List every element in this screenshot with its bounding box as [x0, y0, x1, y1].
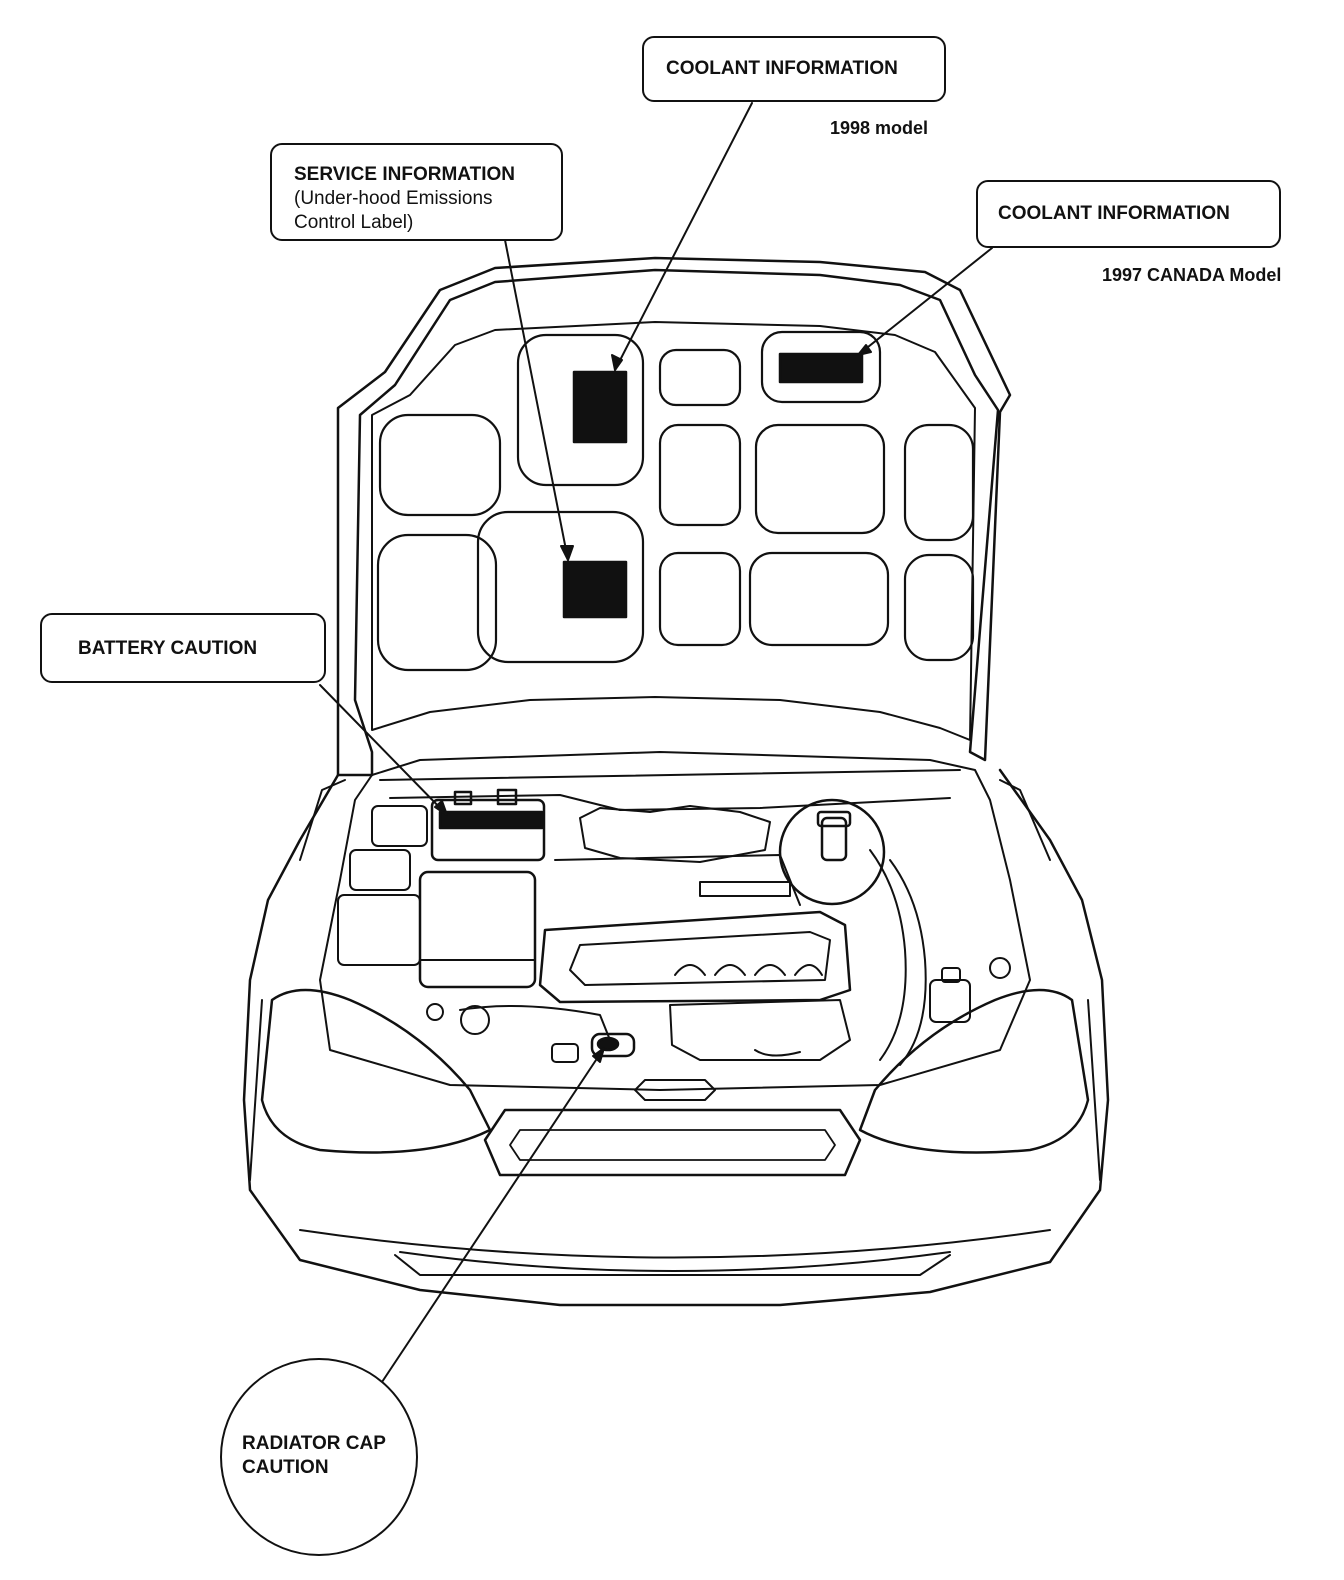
- headlight-left: [260, 988, 492, 1154]
- brake-booster: [778, 798, 886, 906]
- coolant-info-1998-callout: COOLANT INFORMATION: [642, 36, 946, 102]
- radiator-cap-caution-callout: RADIATOR CAP CAUTION: [220, 1358, 418, 1556]
- radiator-cap-caution-text: RADIATOR CAP CAUTION: [242, 1432, 422, 1480]
- service-info-subtitle-1: (Under-hood Emissions: [294, 188, 493, 209]
- radiator-cap: [590, 1032, 636, 1058]
- label-patches: [562, 352, 864, 619]
- coolant-label-patch-1997: [778, 352, 864, 384]
- service-info-subtitle-2: Control Label): [294, 212, 414, 233]
- coolant-1997-canada-note: 1997 CANADA Model: [1102, 265, 1282, 285]
- hood-panels: [376, 330, 975, 672]
- coolant-1998-model-note: 1998 model: [830, 118, 929, 138]
- grille: [483, 1108, 862, 1177]
- hood-outline: [336, 256, 1012, 777]
- service-info-title: SERVICE INFORMATION: [294, 164, 515, 185]
- battery-caution-callout: BATTERY CAUTION: [40, 613, 326, 683]
- headlight-right: [858, 988, 1090, 1154]
- coolant-info-1998-title: COOLANT INFORMATION: [666, 58, 898, 79]
- battery-caution-title: BATTERY CAUTION: [78, 638, 258, 659]
- hood-inner-rim: [371, 321, 976, 741]
- fuse-box: [418, 870, 537, 989]
- bumper-line: [299, 1229, 1051, 1259]
- battery: [430, 788, 546, 862]
- engine: [538, 805, 852, 1061]
- leader-lines: [319, 102, 993, 1383]
- coolant-label-patch-1998: [572, 370, 628, 444]
- coolant-info-1997-title: COOLANT INFORMATION: [998, 203, 1230, 224]
- engine-bay: [319, 751, 1031, 1091]
- coolant-info-1997-callout: COOLANT INFORMATION: [976, 180, 1281, 248]
- service-label-patch: [562, 560, 628, 619]
- car-body: [242, 768, 1110, 1307]
- service-info-callout: SERVICE INFORMATION (Under-hood Emission…: [270, 143, 563, 241]
- radiator-cap-caution-line1: RADIATOR CAP: [242, 1433, 386, 1454]
- radiator-cap-caution-line2: CAUTION: [242, 1457, 329, 1478]
